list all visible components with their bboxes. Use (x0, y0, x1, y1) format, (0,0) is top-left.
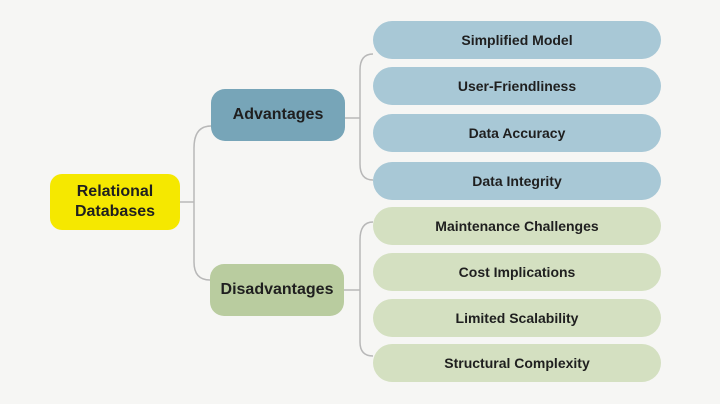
connector-advantages-bracket (359, 53, 374, 181)
connector-disadvantages-bracket (359, 221, 374, 357)
advantages-branch-node: Advantages (211, 89, 345, 141)
leaf-label: Simplified Model (461, 32, 573, 48)
leaf-simplified-model: Simplified Model (373, 21, 661, 59)
advantages-branch-label: Advantages (232, 106, 324, 123)
leaf-limited-scalability: Limited Scalability (373, 299, 661, 337)
connector-root-bracket (193, 125, 212, 281)
leaf-label: Limited Scalability (455, 310, 579, 326)
leaf-label: Data Integrity (472, 173, 562, 189)
leaf-user-friendliness: User-Friendliness (373, 67, 661, 105)
root-label-line1: Relational (76, 183, 154, 200)
leaf-data-integrity: Data Integrity (373, 162, 661, 200)
leaf-data-accuracy: Data Accuracy (373, 114, 661, 152)
leaf-label: Cost Implications (458, 264, 576, 280)
root-node: Relational Databases (50, 174, 180, 230)
leaf-label: User-Friendliness (457, 78, 577, 94)
leaf-label: Maintenance Challenges (435, 218, 599, 234)
disadvantages-branch-label: Disadvantages (220, 281, 334, 298)
disadvantages-branch-node: Disadvantages (210, 264, 344, 316)
leaf-cost-implications: Cost Implications (373, 253, 661, 291)
root-label-line2: Databases (74, 203, 156, 220)
leaf-label: Structural Complexity (444, 355, 590, 371)
leaf-maintenance-challenges: Maintenance Challenges (373, 207, 661, 245)
leaf-structural-complexity: Structural Complexity (373, 344, 661, 382)
leaf-label: Data Accuracy (468, 125, 566, 141)
